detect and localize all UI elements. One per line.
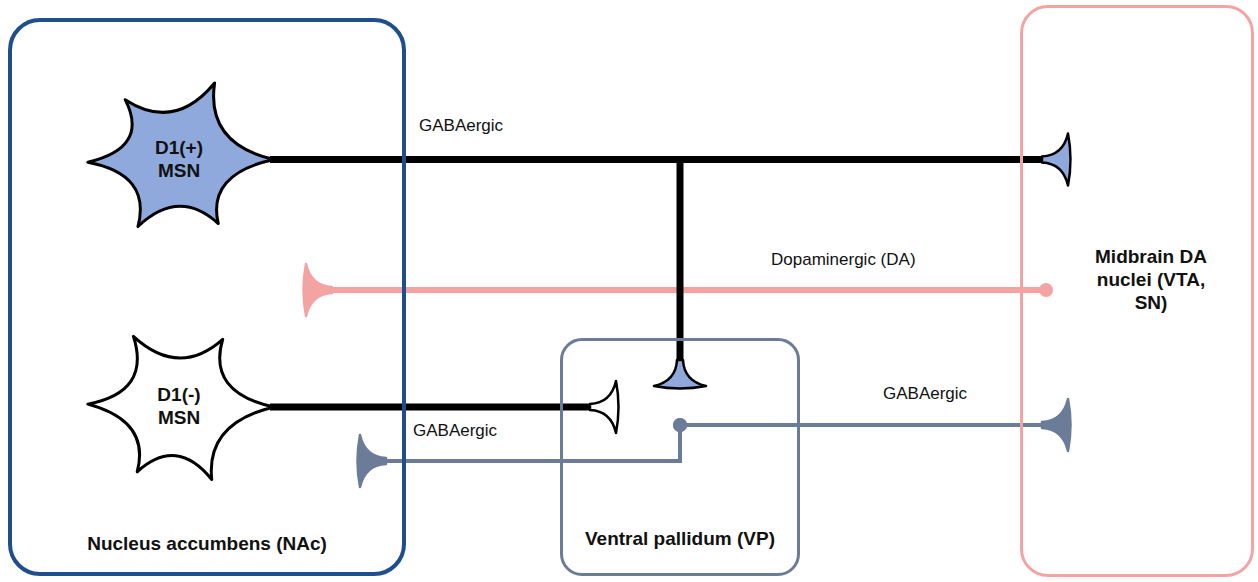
synaptic-terminal [1042,399,1071,451]
synaptic-terminal [304,264,333,316]
cell-origin-dot [673,418,687,432]
region-box: Ventral pallidum (VP) [560,338,800,576]
edge-group [270,160,706,389]
neuron-body [88,83,274,227]
cell-origin-dot [1039,283,1053,297]
region-box: D1(+) MSN D1(-) MSN Nucleus accumbens (NAc… [8,18,406,576]
region-box: Midbrain DA nuclei (VTA, SN) [1020,5,1254,577]
neuron-star: D1(+) MSN [84,77,274,242]
neuron-label: D1(-) MSN [147,384,211,430]
edge-label: GABAergic [880,384,970,404]
text-holder: Midbrain DA nuclei (VTA, SN) [1081,246,1221,314]
text-holder: D1(+) MSN [84,77,274,242]
axon-line [270,160,680,367]
synaptic-terminal [590,381,619,433]
region-label: Ventral pallidum (VP) [563,528,797,551]
region-label: Midbrain DA nuclei (VTA, SN) [1081,246,1221,314]
edge-group [358,418,688,487]
edge-group [673,399,1071,451]
axon-line [270,404,596,411]
cell-origin-dot [673,418,687,432]
synaptic-terminal [1042,134,1071,186]
edge-label: Dopaminergic (DA) [768,250,919,270]
neuron-body [88,336,274,479]
text-holder: Ventral pallidum (VP) [563,528,797,551]
edge-label: GABAergic [410,421,500,441]
axon-line [680,423,1048,427]
axon-line [326,287,1046,293]
synaptic-terminal [358,435,387,487]
neuron-star: D1(-) MSN [84,322,274,492]
text-holder: Nucleus accumbens (NAc) [12,533,402,556]
synaptic-terminal [654,360,706,389]
text-holder: D1(-) MSN [84,322,274,492]
edge-label: GABAergic [416,116,506,136]
region-label: Nucleus accumbens (NAc) [12,533,402,556]
neuron-label: D1(+) MSN [147,137,211,183]
